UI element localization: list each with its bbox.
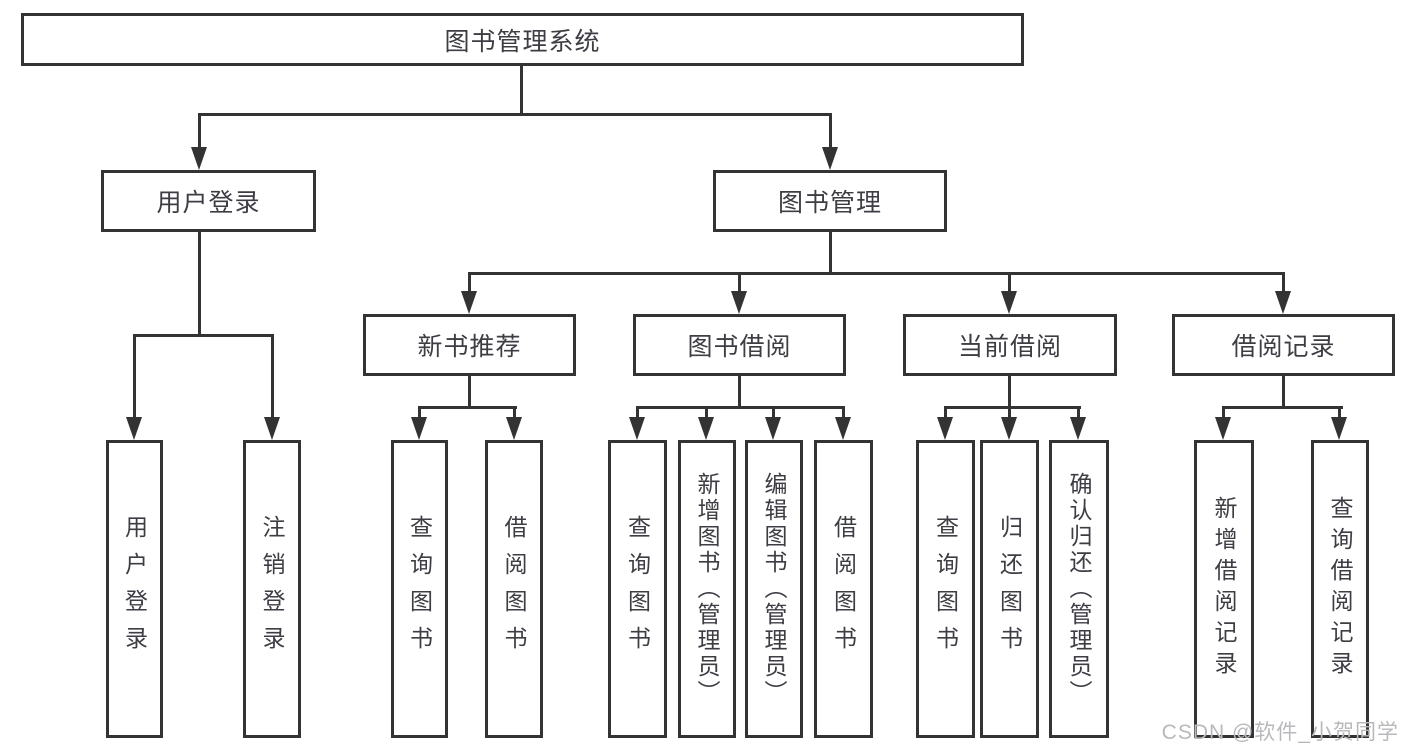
node-new-book-recommend: 新书推荐: [363, 314, 576, 376]
node-leaf-search-books-3: 查询图书: [916, 440, 975, 738]
arrow-down-icon: [731, 291, 747, 314]
node-leaf-add-borrow-record: 新增借阅记录: [1194, 440, 1254, 738]
node-book-borrow: 图书借阅: [633, 314, 846, 376]
connector-line: [1222, 406, 1343, 409]
node-leaf-search-books-1: 查询图书: [391, 440, 448, 738]
connector-line: [636, 406, 845, 409]
node-leaf-logout: 注销登录: [243, 440, 301, 738]
connector-line: [772, 406, 775, 418]
connector-line: [1282, 272, 1285, 293]
connector-line: [944, 406, 947, 418]
connector-line: [520, 66, 523, 116]
connector-line: [513, 406, 516, 418]
connector-line: [636, 406, 639, 418]
connector-line: [418, 406, 421, 418]
arrow-down-icon: [1331, 417, 1347, 440]
arrow-down-icon: [461, 291, 477, 314]
arrow-down-icon: [937, 417, 953, 440]
arrow-down-icon: [411, 417, 427, 440]
arrow-down-icon: [1001, 417, 1017, 440]
node-leaf-user-login: 用户登录: [106, 440, 163, 738]
arrow-down-icon: [835, 417, 851, 440]
arrow-down-icon: [191, 147, 207, 170]
arrow-down-icon: [1070, 417, 1086, 440]
node-leaf-borrow-books-2: 借阅图书: [814, 440, 873, 738]
connector-line: [1077, 406, 1080, 418]
node-current-borrow: 当前借阅: [903, 314, 1117, 376]
arrow-down-icon: [1275, 291, 1291, 314]
node-leaf-add-book-admin: 新增图书（管理员）: [678, 440, 736, 738]
connector-line: [738, 376, 741, 408]
connector-line: [468, 272, 1285, 275]
node-leaf-return-book: 归还图书: [980, 440, 1039, 738]
arrow-down-icon: [765, 417, 781, 440]
connector-line: [133, 334, 136, 418]
arrow-down-icon: [629, 417, 645, 440]
connector-line: [133, 334, 274, 337]
node-borrow-records: 借阅记录: [1172, 314, 1395, 376]
node-leaf-borrow-books-1: 借阅图书: [485, 440, 543, 738]
connector-line: [1282, 376, 1285, 408]
connector-line: [1008, 272, 1011, 293]
connector-line: [468, 376, 471, 408]
node-user-login: 用户登录: [101, 170, 316, 232]
connector-line: [944, 406, 1081, 409]
connector-line: [829, 113, 832, 147]
connector-line: [829, 232, 832, 274]
node-leaf-confirm-return-admin: 确认归还（管理员）: [1049, 440, 1109, 738]
connector-line: [842, 406, 845, 418]
arrow-down-icon: [1001, 291, 1017, 314]
node-leaf-search-borrow-record: 查询借阅记录: [1311, 440, 1369, 738]
arrow-down-icon: [698, 417, 714, 440]
connector-line: [738, 272, 741, 293]
arrow-down-icon: [1215, 417, 1231, 440]
node-leaf-edit-book-admin: 编辑图书（管理员）: [745, 440, 803, 738]
arrow-down-icon: [126, 417, 142, 440]
connector-line: [1222, 406, 1225, 418]
connector-line: [1008, 376, 1011, 408]
connector-line: [705, 406, 708, 418]
arrow-down-icon: [264, 417, 280, 440]
connector-line: [1008, 406, 1011, 418]
connector-line: [198, 113, 832, 116]
arrow-down-icon: [822, 147, 838, 170]
node-library-management-system: 图书管理系统: [21, 13, 1024, 66]
node-book-management: 图书管理: [713, 170, 947, 232]
connector-line: [198, 231, 201, 335]
connector-line: [198, 113, 201, 147]
connector-line: [418, 406, 517, 409]
node-leaf-search-books-2: 查询图书: [608, 440, 667, 738]
connector-line: [468, 272, 471, 293]
watermark: CSDN @软件_小贺同学: [1161, 721, 1399, 744]
arrow-down-icon: [506, 417, 522, 440]
connector-line: [1338, 406, 1341, 418]
connector-line: [271, 334, 274, 418]
